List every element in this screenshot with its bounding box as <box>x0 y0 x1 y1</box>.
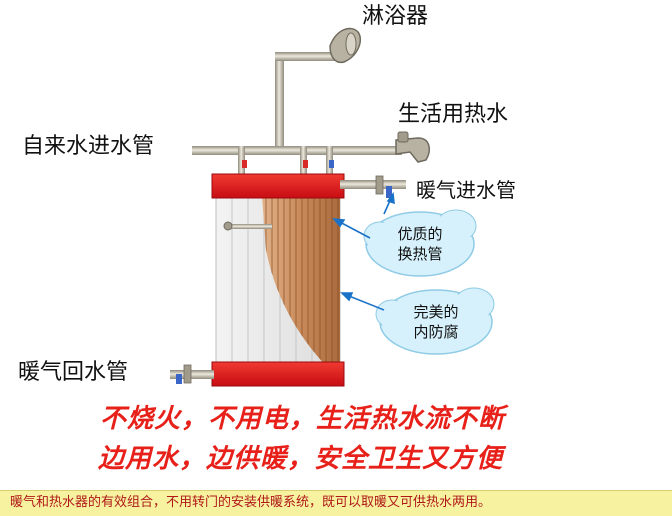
faucet-icon <box>395 131 431 163</box>
heating-inlet-pipe <box>340 175 406 198</box>
radiator-top-header <box>211 173 345 199</box>
slogan-line-1: 不烧火，不用电，生活热水流不断 <box>100 404 506 434</box>
slogan-line-2: 边用水，边供暖，安全卫生又方便 <box>98 444 504 474</box>
radiator-bottom-header <box>211 361 345 387</box>
label-hot-water: 生活用热水 <box>398 102 509 127</box>
tap-inlet-pipe <box>192 146 402 155</box>
bubble-exchanger-line1: 优质的 <box>397 225 443 243</box>
arrow-exchanger <box>332 218 371 239</box>
label-heating-return: 暖气回水管 <box>18 360 129 385</box>
bubble-anticorrosion-line1: 完美的 <box>413 303 459 321</box>
bubble-exchanger-line2: 换热管 <box>397 245 443 263</box>
bubble-exchanger <box>363 209 477 277</box>
heating-return-pipe <box>170 364 214 384</box>
arrow-anticorrosion <box>340 292 385 311</box>
label-heating-inlet: 暖气进水管 <box>416 178 516 202</box>
inner-rod <box>223 221 272 231</box>
radiator-water-heater-diagram <box>170 27 495 387</box>
caption-bar: 暖气和热水器的有效组合，不用转门的安装供暖系统，既可以取暖又可供热水两用。 <box>0 490 672 516</box>
connector-pipes <box>238 146 334 176</box>
label-shower: 淋浴器 <box>362 4 429 29</box>
shower-pipe <box>275 52 335 150</box>
caption-text: 暖气和热水器的有效组合，不用转门的安装供暖系统，既可以取暖又可供热水两用。 <box>10 495 492 510</box>
bubble-anticorrosion-text: 完美的 内防腐 <box>388 302 484 342</box>
radiator <box>211 173 345 387</box>
arrow-heating-inlet <box>383 191 395 215</box>
diagram-stage: 淋浴器 生活用热水 自来水进水管 暖气进水管 暖气回水管 优质的 换热管 完美的… <box>18 4 516 474</box>
bubble-exchanger-text: 优质的 换热管 <box>372 224 468 264</box>
label-tap-inlet: 自来水进水管 <box>22 134 155 159</box>
shower-head-icon <box>329 27 362 64</box>
bubble-anticorrosion-line2: 内防腐 <box>413 323 459 341</box>
bubble-anticorrosion <box>375 287 495 355</box>
